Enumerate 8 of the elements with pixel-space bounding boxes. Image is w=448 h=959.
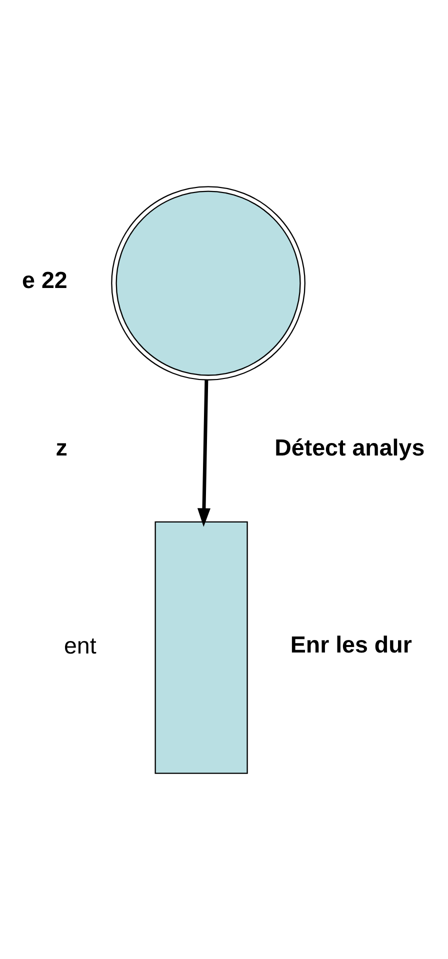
label: z <box>56 434 68 460</box>
label: Enr les dur <box>290 630 412 657</box>
arrow <box>197 380 210 526</box>
node-circle <box>111 186 306 380</box>
label: ent <box>64 632 96 658</box>
label: Détect analys <box>274 434 425 460</box>
label: e 22 <box>22 266 68 292</box>
node-box <box>154 520 248 774</box>
